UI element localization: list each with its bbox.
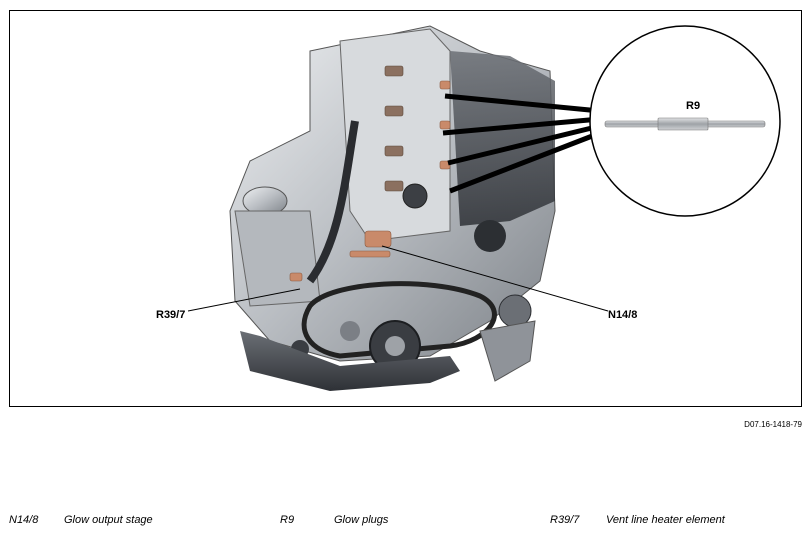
engine-illustration <box>187 25 781 391</box>
legend-code-r39-7: R39/7 <box>550 514 580 526</box>
legend-code-r9: R9 <box>280 514 295 526</box>
callout-r39-7: R39/7 <box>156 309 186 321</box>
document-id: D07.16-1418-79 <box>744 420 802 429</box>
callout-r9: R9 <box>686 100 701 112</box>
leader-r9 <box>442 93 601 194</box>
leader-lines <box>187 93 609 312</box>
legend-desc-n14-8: Glow output stage <box>64 514 153 526</box>
glow-plug-detail <box>589 25 781 217</box>
figure-frame: R9 R39/7 N14/8 <box>9 10 802 407</box>
legend-code-n14-8: N14/8 <box>9 514 39 526</box>
leader-r39-7 <box>187 288 301 312</box>
callout-n14-8: N14/8 <box>608 309 638 321</box>
engine-body <box>229 25 556 391</box>
legend-desc-r9: Glow plugs <box>334 514 389 526</box>
leader-n14-8 <box>381 245 609 312</box>
legend-desc-r39-7: Vent line heater element <box>606 514 725 526</box>
